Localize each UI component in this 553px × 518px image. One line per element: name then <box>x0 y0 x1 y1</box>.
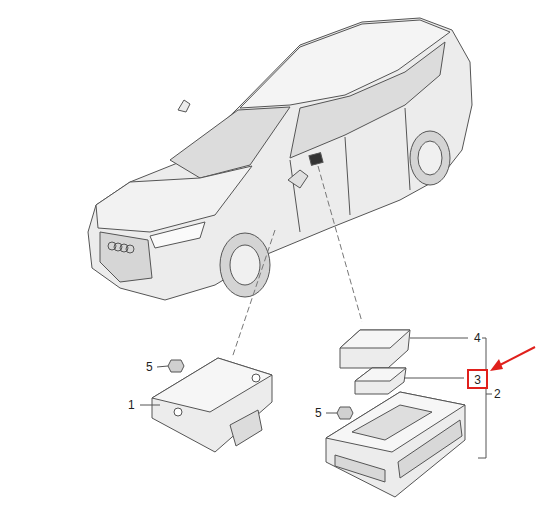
leader-line <box>157 366 168 367</box>
pointer-arrow <box>498 347 535 366</box>
nut <box>337 407 353 419</box>
callout-number: 5 <box>314 406 323 420</box>
callout-number: 5 <box>145 360 154 374</box>
highlight-box: 3 <box>467 369 488 389</box>
pointer-arrowhead <box>490 359 503 371</box>
pin-row <box>335 455 385 482</box>
nut <box>168 360 184 372</box>
module-cover-top <box>340 330 410 348</box>
callout-number: 4 <box>473 331 482 345</box>
mount-hole <box>174 408 182 416</box>
module-cover <box>340 330 410 368</box>
rear-wheel <box>410 131 450 185</box>
mount-hole <box>252 374 260 382</box>
callout-number: 2 <box>493 387 502 401</box>
connector-plug <box>230 410 262 446</box>
body-control-module <box>326 392 465 497</box>
control-unit <box>152 358 272 452</box>
audi-rings <box>108 242 134 253</box>
callout-number: 3 <box>469 373 486 387</box>
bracket <box>474 338 492 458</box>
front-wheel <box>220 233 270 297</box>
leader-line <box>232 230 275 358</box>
sensor-mark <box>309 153 323 166</box>
module-recess <box>352 405 432 440</box>
pin-row <box>398 420 462 478</box>
grille <box>100 232 152 282</box>
leader-line <box>410 338 468 339</box>
leader-line <box>140 405 160 406</box>
door-line <box>290 108 410 232</box>
rear-rim <box>418 141 442 175</box>
leader-line <box>404 378 464 379</box>
leader-line <box>318 166 362 322</box>
headlight <box>150 222 205 248</box>
windshield <box>170 107 290 178</box>
control-unit-top <box>152 358 272 412</box>
plug-in-module-top <box>355 368 406 381</box>
hood <box>96 166 252 232</box>
leader-line <box>326 413 337 414</box>
plug-in-module <box>355 368 406 394</box>
antenna <box>178 100 190 112</box>
front-rim <box>230 245 260 285</box>
mirror <box>288 170 308 188</box>
callout-number: 1 <box>127 398 136 412</box>
car-body <box>88 18 472 300</box>
